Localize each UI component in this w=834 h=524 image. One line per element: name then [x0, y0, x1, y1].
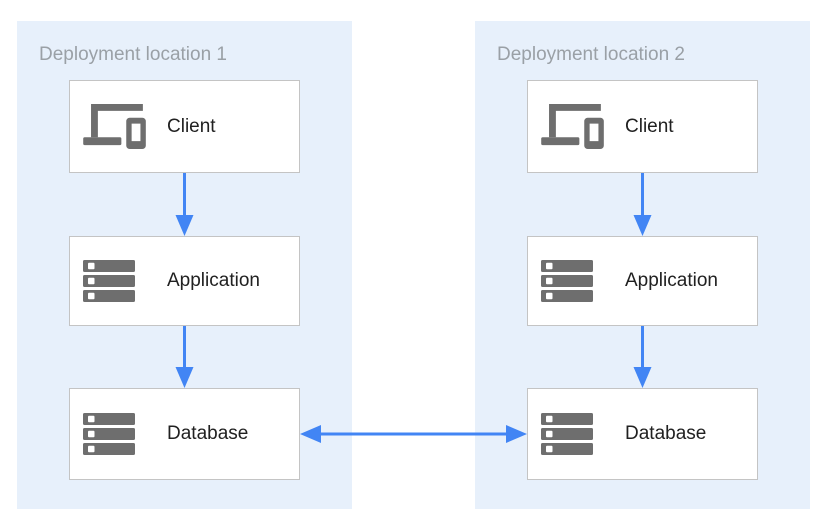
deployment-panel-2: Deployment location 2 Client [475, 21, 810, 509]
deployment-panel-1: Deployment location 1 Client [17, 21, 352, 509]
server-stack-icon [541, 260, 607, 302]
node-label: Client [625, 115, 674, 137]
arrow-client-to-application [174, 173, 195, 236]
node-label: Application [167, 270, 260, 291]
arrow-database-sync-bidirectional [300, 422, 527, 446]
server-stack-icon [83, 260, 149, 302]
node-database: Database [69, 388, 300, 480]
arrow-application-to-database [174, 326, 195, 388]
node-database: Database [527, 388, 758, 480]
node-label: Database [167, 423, 249, 444]
server-stack-icon [83, 413, 149, 455]
node-label: Application [625, 270, 718, 291]
node-client: Client [69, 80, 300, 173]
server-stack-icon [541, 413, 607, 455]
node-client: Client [527, 80, 758, 173]
node-application: Application [69, 236, 300, 326]
node-label: Client [167, 115, 216, 137]
devices-icon [83, 104, 149, 149]
node-application: Application [527, 236, 758, 326]
panel-title: Deployment location 1 [39, 44, 227, 65]
panel-title: Deployment location 2 [497, 44, 685, 65]
arrow-client-to-application [632, 173, 653, 236]
node-label: Database [625, 423, 707, 444]
devices-icon [541, 104, 607, 149]
arrow-application-to-database [632, 326, 653, 388]
